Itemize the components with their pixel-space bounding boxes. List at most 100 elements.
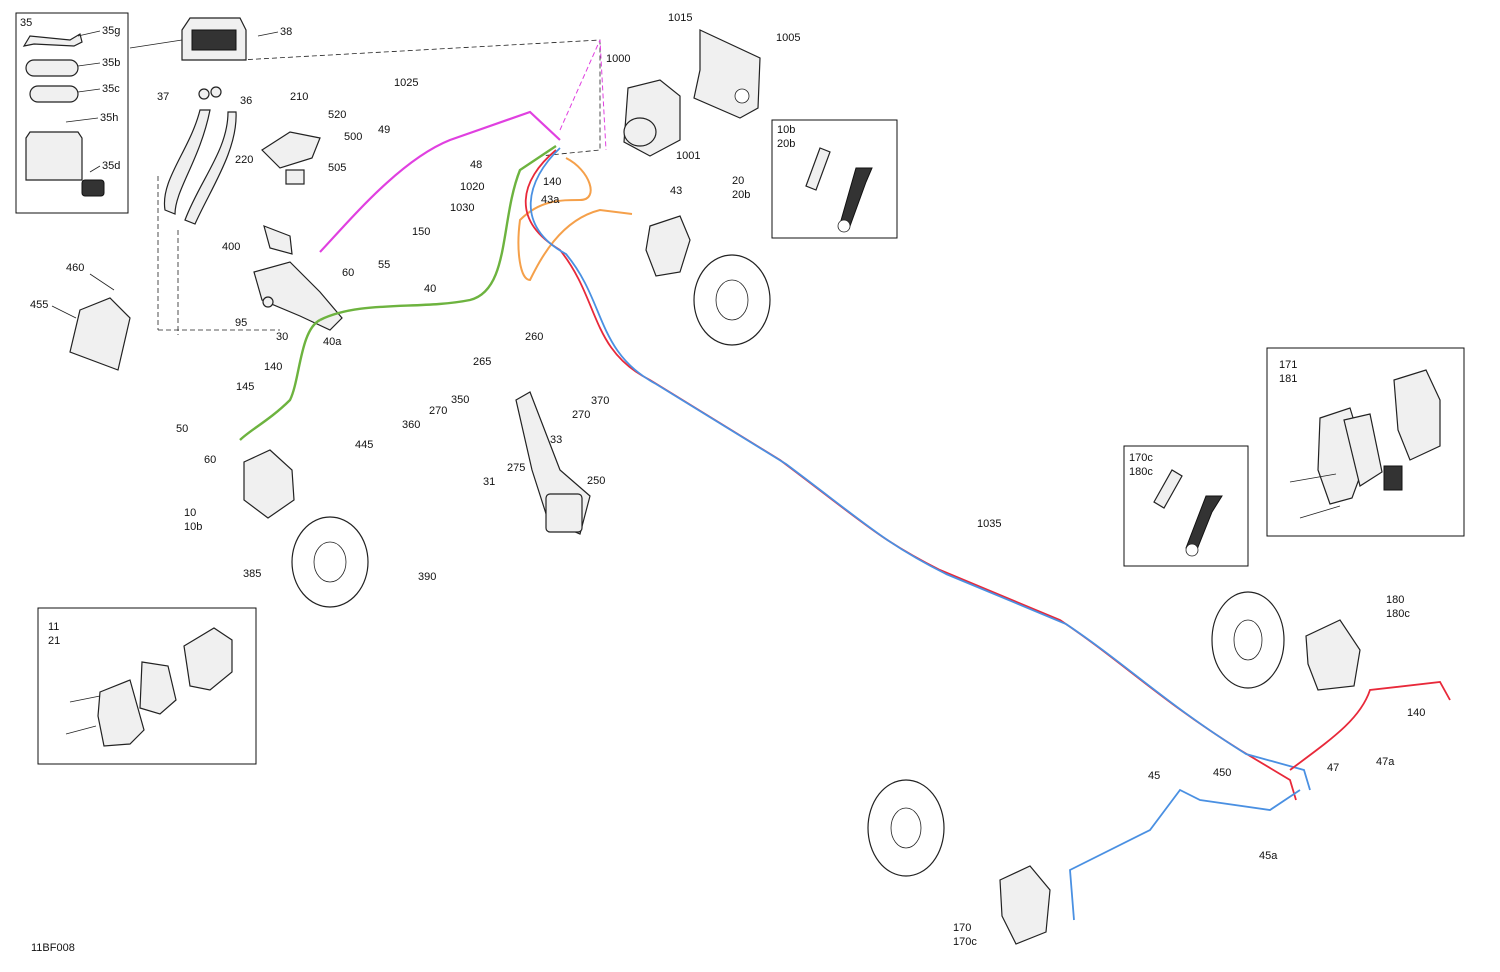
heat-shield-group: 460 455 [30, 262, 131, 371]
front-left-caliper-group: 10 10b 445 385 390 [184, 439, 436, 608]
reservoir-hose-shape [163, 109, 211, 215]
callout-60-upper: 60 [342, 267, 354, 279]
callout-1015: 1015 [668, 12, 692, 24]
callout-270-right: 270 [572, 409, 590, 421]
callout-265: 265 [473, 356, 491, 368]
abs-bracket-shape [693, 29, 761, 119]
callout-36: 36 [240, 95, 252, 107]
callout-35c: 35c [102, 83, 120, 95]
callout-360: 360 [402, 419, 420, 431]
front-right-brake-line [517, 157, 633, 282]
callout-275: 275 [507, 462, 525, 474]
callout-170c-inset: 170c [1129, 452, 1153, 464]
rear-right-caliper-shape [1305, 619, 1361, 691]
master-cylinder-shape [253, 261, 343, 331]
callout-45: 45 [1148, 770, 1160, 782]
callout-50: 50 [176, 423, 188, 435]
reservoir-body-shape [25, 131, 83, 181]
reservoir-clip-shape [22, 33, 83, 47]
callout-48: 48 [470, 159, 482, 171]
callout-40: 40 [424, 283, 436, 295]
callout-370: 370 [591, 395, 609, 407]
callout-520: 520 [328, 109, 346, 121]
inset-reservoir-assembly: 35 35g 35b 35c 35h 35d [15, 12, 129, 214]
master-reservoir-group: 38 37 36 210 520 500 220 505 [129, 17, 362, 225]
reservoir-seal-shape [29, 85, 79, 103]
rear-brake-line-blue [529, 147, 1311, 791]
callout-38: 38 [280, 26, 292, 38]
front-pad-shape [139, 661, 177, 715]
callout-1005: 1005 [776, 32, 800, 44]
callout-170: 170 [953, 922, 971, 934]
rear-caliper-body-inset [1393, 369, 1441, 461]
callout-20: 20 [732, 175, 744, 187]
callout-10b-inset: 10b [777, 124, 795, 136]
inset-pads-rear: 171 181 [1266, 347, 1465, 537]
callout-400: 400 [222, 241, 240, 253]
callout-505: 505 [328, 162, 346, 174]
bleeder-cap-shape [839, 167, 873, 227]
callout-43a: 43a [541, 194, 560, 206]
callout-1020: 1020 [460, 181, 484, 193]
callout-140-mid: 140 [543, 176, 561, 188]
callout-140-right: 140 [1407, 707, 1425, 719]
callout-35h: 35h [100, 112, 118, 124]
callout-1001: 1001 [676, 150, 700, 162]
callout-220: 220 [235, 154, 253, 166]
callout-35: 35 [20, 17, 32, 29]
reservoir-line [319, 110, 561, 253]
inset-pads-front: 11 21 [37, 607, 257, 765]
rear-right-caliper-group: 180 180c 140 47 47a [1211, 591, 1451, 774]
callout-21: 21 [48, 635, 60, 647]
brake-pedal-group: 260 265 350 270 270 370 360 33 275 31 25… [402, 331, 609, 535]
callout-385: 385 [243, 568, 261, 580]
callout-47: 47 [1327, 762, 1339, 774]
callout-1035: 1035 [977, 518, 1001, 530]
heat-shield-shape [69, 297, 131, 371]
callout-35g: 35g [102, 25, 120, 37]
drawing-id: 11BF008 [31, 942, 75, 954]
callout-47a: 47a [1376, 756, 1395, 768]
callout-20b: 20b [732, 189, 750, 201]
callout-49: 49 [378, 124, 390, 136]
front-left-brake-line [319, 145, 557, 322]
callout-10: 10 [184, 507, 196, 519]
bleeder-screw-shape [805, 147, 831, 191]
callout-180: 180 [1386, 594, 1404, 606]
callout-1030: 1030 [450, 202, 474, 214]
callout-60-lower: 60 [204, 454, 216, 466]
callout-181: 181 [1279, 373, 1297, 385]
callout-500: 500 [344, 131, 362, 143]
rear-left-caliper-shape [999, 865, 1051, 945]
callout-1025: 1025 [394, 77, 418, 89]
callout-43: 43 [670, 185, 682, 197]
callout-55: 55 [378, 259, 390, 271]
callout-11: 11 [48, 621, 59, 633]
callout-450: 450 [1213, 767, 1231, 779]
reservoir-bracket-plate [261, 131, 321, 169]
callout-30: 30 [276, 331, 288, 343]
callout-250: 250 [587, 475, 605, 487]
front-caliper-body-inset [183, 627, 233, 691]
front-right-caliper-group: 20 20b [645, 175, 771, 346]
callout-37: 37 [157, 91, 169, 103]
front-right-caliper-shape [645, 215, 691, 277]
abs-module-group: 1015 1005 1000 1001 [606, 12, 800, 162]
callout-35b: 35b [102, 57, 120, 69]
callout-170c: 170c [953, 936, 977, 948]
inset-bleeder-front: 10b 20b [771, 119, 898, 239]
callout-145: 145 [236, 381, 254, 393]
callout-1000: 1000 [606, 53, 630, 65]
callout-150: 150 [412, 226, 430, 238]
callout-260: 260 [525, 331, 543, 343]
callout-180c: 180c [1386, 608, 1410, 620]
callout-171: 171 [1279, 359, 1297, 371]
callout-31: 31 [483, 476, 495, 488]
callout-460: 460 [66, 262, 84, 274]
reservoir-cap-shape [25, 59, 79, 77]
callout-270-left: 270 [429, 405, 447, 417]
rear-left-caliper-group: 45 450 45a 170 170c [867, 767, 1301, 948]
callout-210: 210 [290, 91, 308, 103]
rear-bleeder-screw-shape [1153, 469, 1183, 509]
callout-455: 455 [30, 299, 48, 311]
